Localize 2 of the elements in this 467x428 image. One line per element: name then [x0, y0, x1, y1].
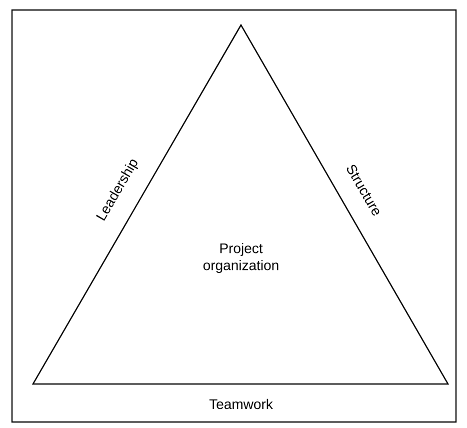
- node-text: Project organization: [203, 242, 278, 273]
- side-label: Teamwork: [209, 398, 273, 410]
